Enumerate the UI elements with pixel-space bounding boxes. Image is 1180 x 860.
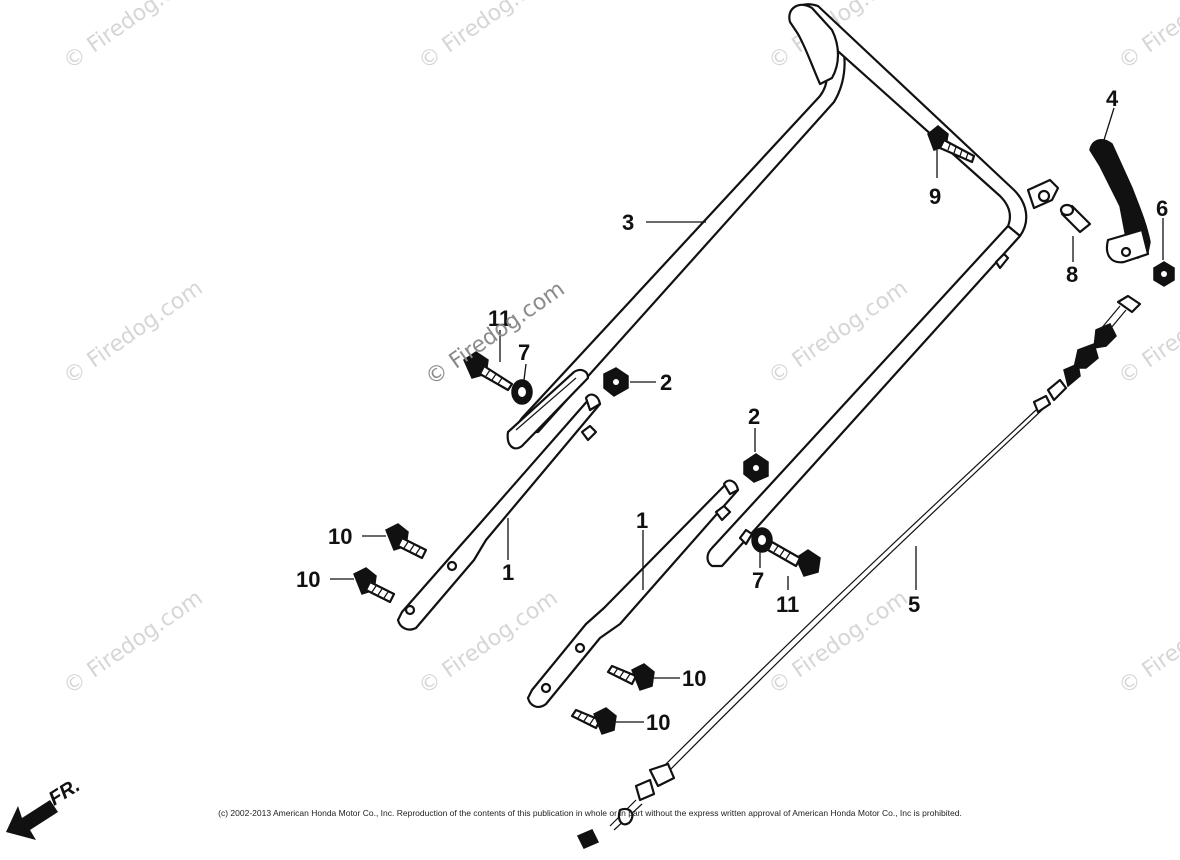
watermark: © Firedog.com: [59, 276, 207, 390]
bolt-9: [927, 125, 976, 164]
flange-nut-2-upper: [603, 367, 629, 397]
callout-8: 8: [1066, 262, 1078, 287]
washer-7-upper: [511, 379, 533, 405]
callout-10-c: 10: [682, 666, 706, 691]
upper-handle: [510, 3, 1060, 568]
front-arrow-icon: [6, 800, 58, 840]
callout-7-upper: 7: [518, 340, 530, 365]
callout-10-d: 10: [646, 710, 670, 735]
callout-labels: 3 4 6 8 9 2 2 1 1 10 10 10 10 7 11 7 11 …: [296, 86, 1168, 735]
callout-9: 9: [929, 184, 941, 209]
callout-10-b: 10: [296, 567, 320, 592]
bolt-11-upper: [463, 351, 514, 392]
callout-4: 4: [1106, 86, 1119, 111]
throttle-cable: [576, 294, 1142, 849]
watermark: © Firedog.com: [414, 0, 562, 75]
callout-1-right: 1: [636, 508, 648, 533]
washer-7-lower: [751, 527, 773, 553]
callout-1-left: 1: [502, 560, 514, 585]
lower-handle-right: [526, 479, 740, 708]
callout-2-upper: 2: [660, 370, 672, 395]
watermark: © Firedog.com: [1114, 0, 1180, 75]
watermark: © Firedog.com: [1114, 276, 1180, 390]
callout-11-lower: 11: [776, 592, 799, 617]
callout-10-a: 10: [328, 524, 352, 549]
lower-handle-left: [396, 393, 602, 631]
bolt-10-a: [385, 523, 428, 560]
collar: [1059, 203, 1092, 234]
callout-6: 6: [1156, 196, 1168, 221]
bolt-10-b: [353, 567, 396, 604]
leader-lines: [330, 107, 1164, 723]
bolt-10-c: [606, 663, 655, 691]
watermark: © Firedog.com: [59, 0, 207, 75]
watermark: © Firedog.com: [59, 586, 207, 700]
copyright-notice: (c) 2002-2013 American Honda Motor Co., …: [218, 808, 962, 818]
bolt-10-d: [570, 707, 617, 735]
bolt-11-lower: [766, 540, 821, 577]
nut: [1153, 261, 1175, 287]
callout-3: 3: [622, 210, 634, 235]
callout-2-lower: 2: [748, 404, 760, 429]
control-lever: [1089, 139, 1151, 264]
callout-11-upper: 11: [488, 306, 511, 331]
watermark: © Firedog.com: [1114, 586, 1180, 700]
handle-slot-plate: [506, 368, 590, 450]
callout-5: 5: [908, 592, 920, 617]
flange-nut-2-lower: [743, 453, 769, 483]
callout-7-lower: 7: [752, 568, 764, 593]
